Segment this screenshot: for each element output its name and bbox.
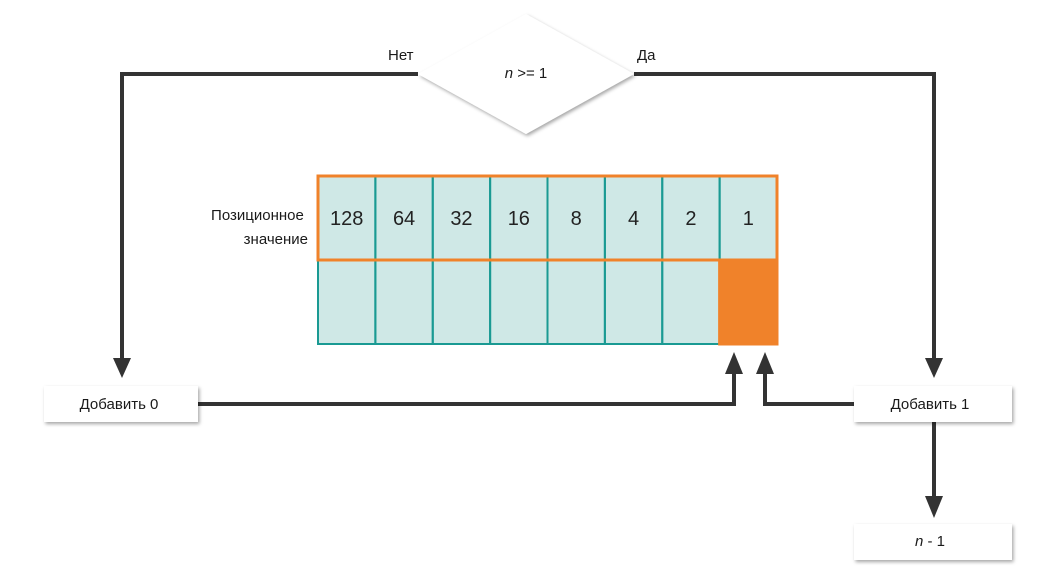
bit-table: 128 64 32 16 8 4 2 1 — [316, 174, 779, 346]
arrow-down-icon — [113, 358, 131, 378]
arrow-up-icon — [725, 352, 743, 374]
decrement-box-group: n - 1 — [854, 524, 1012, 560]
no-branch-label: Нет — [388, 47, 414, 64]
decision-text: n >= 1 — [505, 65, 548, 82]
add1-box — [854, 386, 1012, 422]
add0-to-cell-line — [198, 372, 736, 406]
no-branch-line — [120, 72, 418, 360]
positional-value: 32 — [450, 208, 472, 230]
arrow-up-icon — [756, 352, 774, 374]
positional-value: 1 — [743, 208, 754, 230]
add1-to-cell-line — [763, 372, 854, 406]
add0-box-group: Добавить 0 — [44, 386, 198, 422]
decrement-label: n - 1 — [915, 533, 945, 550]
yes-branch-label: Да — [637, 47, 656, 64]
add1-label: Добавить 1 — [891, 396, 970, 413]
arrowheads — [113, 352, 943, 518]
arrow-down-icon — [925, 358, 943, 378]
positional-value: 8 — [571, 208, 582, 230]
highlighted-cell-outline — [718, 258, 779, 346]
bit-cell-highlighted — [718, 259, 778, 345]
positional-value-label: Позиционное значение — [211, 207, 308, 248]
add1-box-group: Добавить 1 — [854, 386, 1012, 422]
decision-diamond — [418, 14, 634, 134]
positional-row-outline — [316, 174, 779, 262]
arrow-down-icon — [925, 496, 943, 518]
positional-value: 64 — [393, 208, 415, 230]
positional-value: 4 — [628, 208, 639, 230]
add0-label: Добавить 0 — [80, 396, 159, 413]
add0-box — [44, 386, 198, 422]
positional-value: 16 — [508, 208, 530, 230]
connector-lines — [120, 72, 936, 498]
decision-node: n >= 1 — [418, 14, 634, 134]
yes-branch-line — [634, 72, 936, 360]
decrement-box — [854, 524, 1012, 560]
positional-value: 128 — [330, 208, 363, 230]
positional-value: 2 — [685, 208, 696, 230]
